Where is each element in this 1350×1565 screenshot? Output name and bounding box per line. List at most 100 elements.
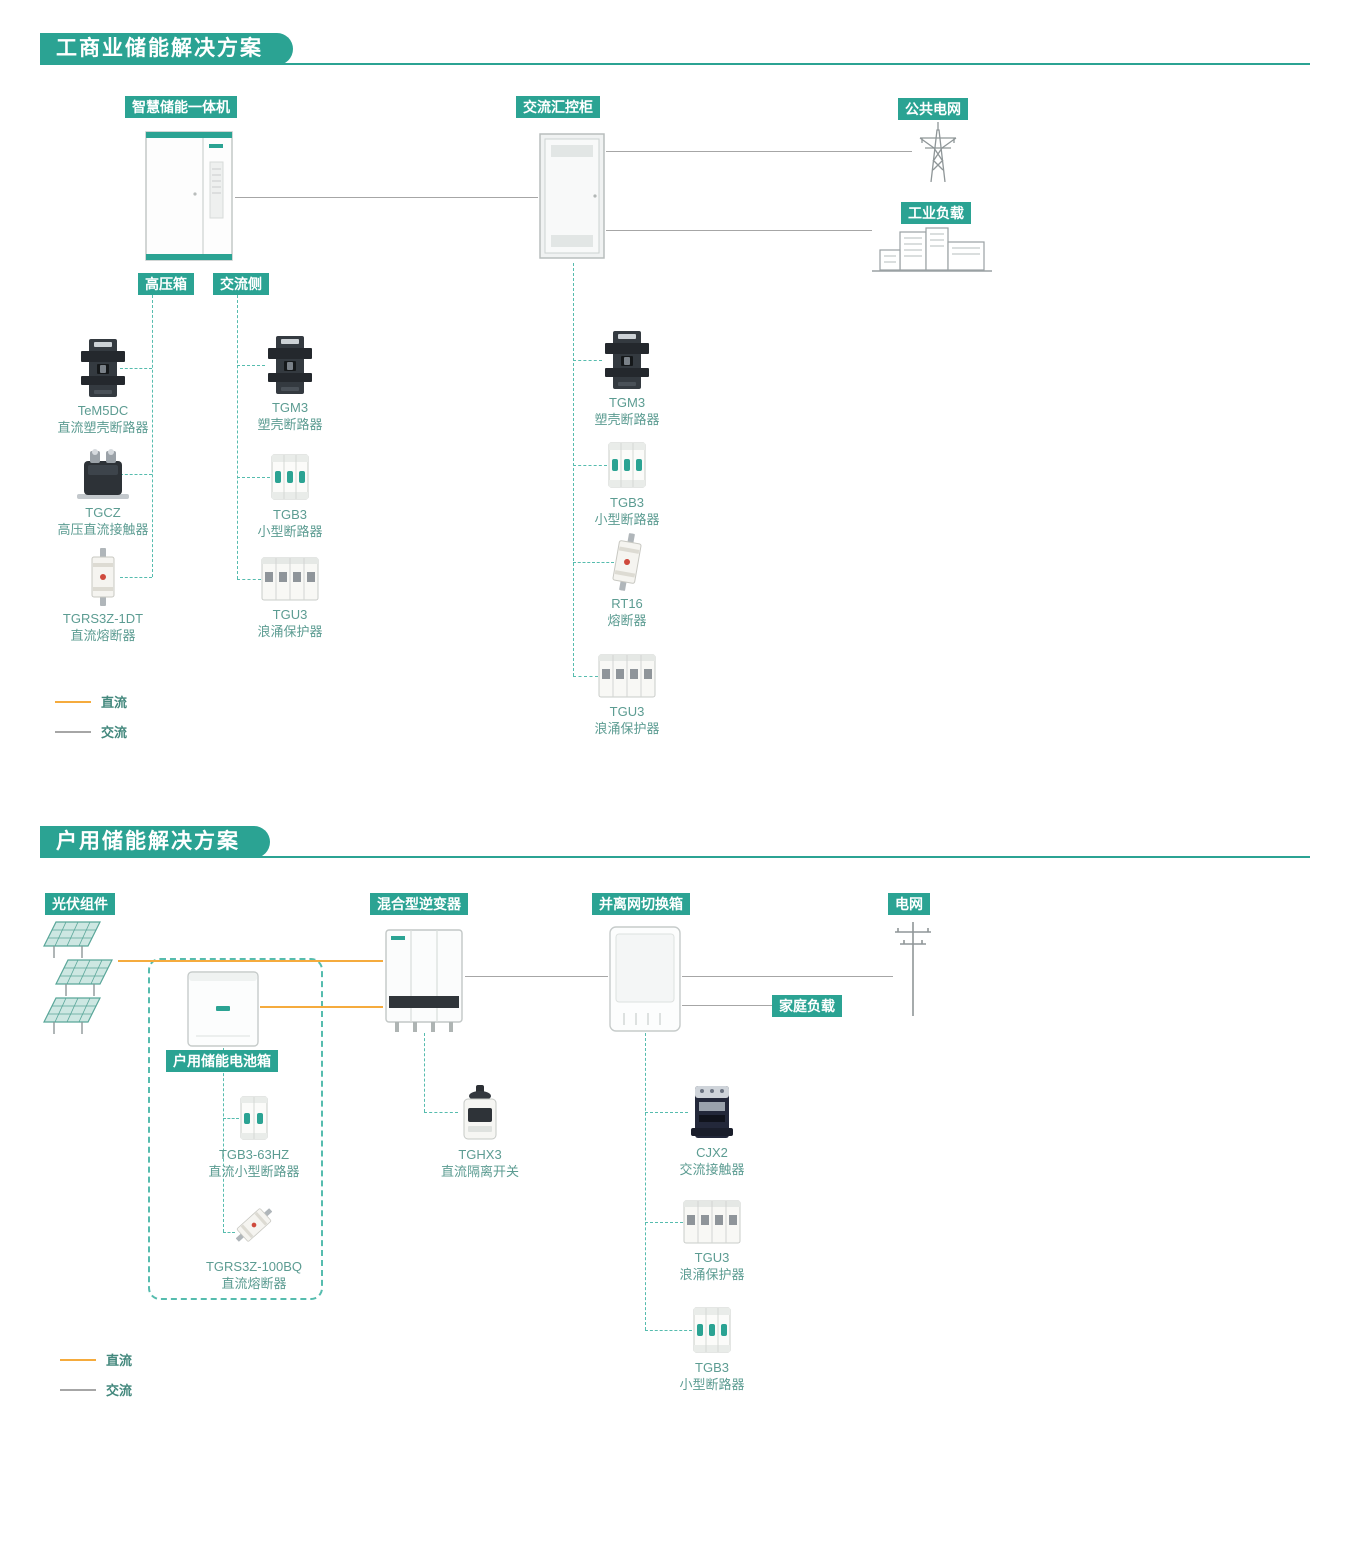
product-name: TGU3	[694, 1250, 730, 1265]
dashed-stub-battery-2	[223, 1232, 235, 1233]
dashed-stub-ac-1	[237, 365, 265, 366]
ac-line-inverter-to-switchbox	[465, 976, 608, 977]
product-name: TGB3	[273, 507, 307, 522]
product-cjx2: CJX2 交流接触器	[664, 1084, 760, 1177]
legend-ac-label: 交流	[101, 725, 128, 740]
dc-line-pv-to-inverter	[118, 960, 383, 962]
dashed-connector-acside	[237, 295, 238, 579]
dashed-stub-switch-2	[645, 1222, 683, 1223]
dc-fuse-icon	[194, 1210, 314, 1254]
label-hv-box: 高压箱	[138, 273, 194, 295]
product-tgm3-cabinet: TGM3 塑壳断路器	[579, 330, 675, 427]
product-name: TGU3	[272, 607, 308, 622]
switch-box-icon	[608, 925, 682, 1033]
dashed-stub-ac-2	[237, 477, 270, 478]
pv-panel-icon	[52, 958, 116, 998]
dashed-stub-cab-4	[573, 676, 598, 677]
pv-panel-icon	[40, 996, 104, 1036]
dashed-stub-hv-1	[120, 368, 152, 369]
dashed-stub-battery-1	[223, 1118, 239, 1119]
product-name: TeM5DC	[77, 403, 129, 418]
dc-line-sample	[60, 1358, 96, 1361]
product-desc: 交流接触器	[679, 1162, 745, 1177]
surge-protector-icon	[579, 653, 675, 699]
label-industrial-load: 工业负载	[901, 202, 971, 224]
label-pv-modules: 光伏组件	[45, 893, 115, 915]
legend-dc: 直流	[55, 692, 127, 711]
label-storage-machine: 智慧储能一体机	[125, 96, 237, 118]
product-name: TGB3-63HZ	[218, 1147, 290, 1162]
product-tghx3: TGHX3 直流隔离开关	[432, 1084, 528, 1179]
dashed-connector-switchbox	[645, 1033, 646, 1330]
product-desc: 直流塑壳断路器	[57, 420, 149, 435]
product-rt16: RT16 熔断器	[579, 533, 675, 628]
section2-underline	[40, 856, 1310, 858]
legend-dc-label: 直流	[106, 1353, 133, 1368]
legend-dc-label: 直流	[101, 695, 128, 710]
ac-line-cabinet-to-load	[606, 230, 872, 231]
dashed-connector-cabinet	[573, 263, 574, 676]
product-tgb3-cabinet: TGB3 小型断路器	[579, 440, 675, 527]
product-name: TGM3	[608, 395, 646, 410]
product-desc: 高压直流接触器	[57, 522, 149, 537]
dashed-stub-hv-3	[120, 577, 152, 578]
product-desc: 小型断路器	[257, 524, 323, 539]
product-name: TGHX3	[458, 1147, 502, 1162]
product-desc: 浪涌保护器	[679, 1267, 745, 1282]
product-desc: 浪涌保护器	[257, 624, 323, 639]
label-ac-cabinet: 交流汇控柜	[516, 96, 600, 118]
product-desc: 塑壳断路器	[257, 417, 323, 432]
ac-line-sample	[55, 730, 91, 733]
product-name: TGM3	[271, 400, 309, 415]
fuse-icon	[579, 533, 675, 591]
product-tgb3-switch: TGB3 小型断路器	[664, 1305, 760, 1392]
product-tgu3-cabinet: TGU3 浪涌保护器	[579, 653, 675, 736]
product-name: TGCZ	[85, 505, 121, 520]
dashed-stub-switch-3	[645, 1330, 692, 1331]
dashed-stub-inverter-1	[424, 1112, 458, 1113]
battery-cabinet-icon	[186, 970, 260, 1048]
ac-line-switchbox-to-grid	[682, 976, 893, 977]
section2-title: 户用储能解决方案	[40, 826, 270, 858]
product-tem5dc: TeM5DC 直流塑壳断路器	[55, 338, 151, 435]
section1-title: 工商业储能解决方案	[40, 33, 293, 65]
label-battery-box: 户用储能电池箱	[166, 1050, 278, 1072]
product-desc: 浪涌保护器	[594, 721, 660, 736]
dc-line-battery-to-inverter	[260, 1006, 383, 1008]
battery-box-outline	[148, 958, 323, 1300]
mccb-breaker-icon	[579, 330, 675, 390]
product-tgu3-acside: TGU3 浪涌保护器	[242, 556, 338, 639]
surge-protector-icon	[664, 1199, 760, 1245]
legend-ac: 交流	[60, 1380, 132, 1399]
dashed-connector-battery	[223, 1048, 224, 1232]
industrial-buildings-icon	[872, 226, 992, 272]
product-desc: 塑壳断路器	[594, 412, 660, 427]
transmission-tower-icon	[912, 120, 964, 182]
label-home-load: 家庭负载	[772, 995, 842, 1017]
utility-pole-icon	[893, 920, 933, 1016]
pv-panel-icon	[40, 920, 104, 960]
legend-ac-label: 交流	[106, 1383, 133, 1398]
ac-contactor-icon	[664, 1084, 760, 1140]
dashed-stub-switch-1	[645, 1112, 688, 1113]
dashed-stub-cab-2	[573, 465, 607, 466]
product-tgrs3z-1dt: TGRS3Z-1DT 直流熔断器	[47, 548, 159, 643]
ac-line-storage-to-cabinet	[235, 197, 538, 198]
legend-dc: 直流	[60, 1350, 132, 1369]
surge-protector-icon	[242, 556, 338, 602]
product-name: TGB3	[695, 1360, 729, 1375]
ac-line-cabinet-to-grid	[606, 151, 912, 152]
dashed-stub-hv-2	[120, 474, 152, 475]
label-ac-side: 交流侧	[213, 273, 269, 295]
dc-isolator-icon	[432, 1084, 528, 1142]
dc-line-sample	[55, 700, 91, 703]
product-name: TGRS3Z-100BQ	[205, 1259, 303, 1274]
ac-combiner-cabinet-icon	[538, 132, 606, 262]
dc-fuse-icon	[47, 548, 159, 606]
mcb-breaker-icon	[664, 1305, 760, 1355]
product-tgcz: TGCZ 高压直流接触器	[55, 448, 151, 537]
product-name: TGB3	[610, 495, 644, 510]
product-desc: 小型断路器	[594, 512, 660, 527]
dashed-stub-cab-3	[573, 562, 614, 563]
